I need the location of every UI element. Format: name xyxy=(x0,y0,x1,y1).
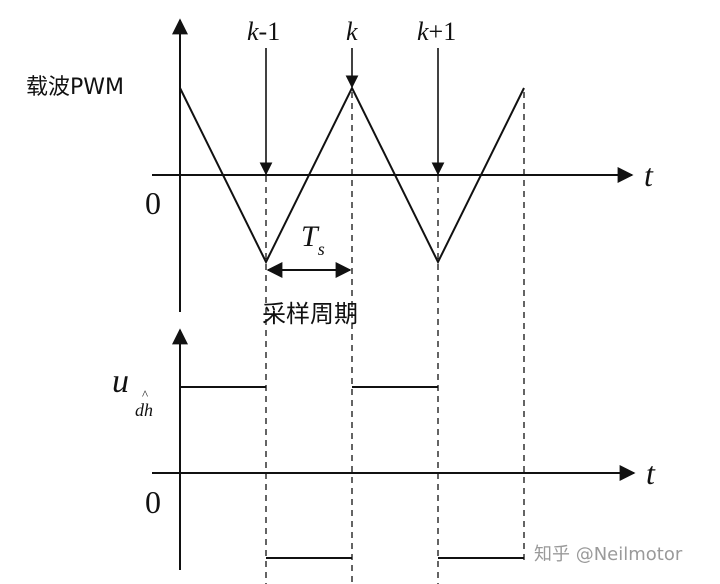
sample-label-k-minus-1: k-1 xyxy=(247,17,280,46)
bottom-plot: u ^ dh 0 t xyxy=(112,328,656,570)
period-caption: 采样周期 xyxy=(262,300,358,328)
top-plot: 载波PWM 0 t k-1 k k+1 Ts 采样周期 xyxy=(26,17,654,328)
watermark: 知乎 @Neilmotor xyxy=(534,544,683,565)
bottom-time-label: t xyxy=(646,455,656,491)
signal-accent: ^ xyxy=(142,387,148,402)
signal-symbol: u xyxy=(112,363,129,400)
output-pulse-segments xyxy=(180,386,524,559)
signal-subscript: dh xyxy=(135,400,153,420)
period-symbol: Ts xyxy=(301,220,325,259)
sample-label-k: k xyxy=(346,17,358,46)
top-time-label: t xyxy=(644,157,654,193)
carrier-label: 载波PWM xyxy=(26,75,124,100)
top-origin-label: 0 xyxy=(145,185,161,221)
bottom-origin-label: 0 xyxy=(145,484,161,520)
dashed-guides xyxy=(265,92,525,584)
sample-label-k-plus-1: k+1 xyxy=(417,17,456,46)
